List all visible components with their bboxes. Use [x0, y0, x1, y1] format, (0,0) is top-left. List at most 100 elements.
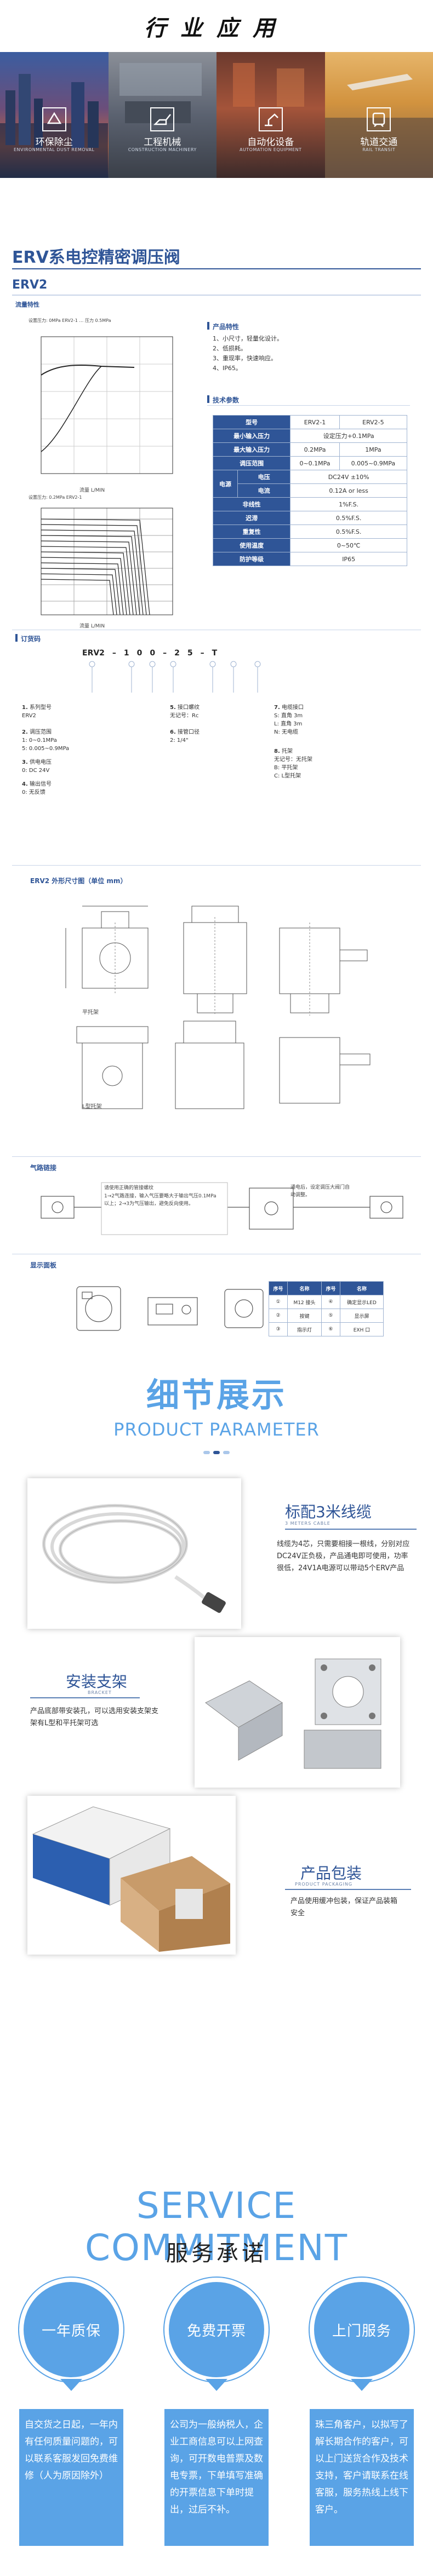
spec-value: 1MPa: [339, 442, 408, 457]
order-seg: –: [200, 649, 204, 658]
spec-value: 0~0.1MPa: [290, 456, 340, 470]
display-th: 名称: [339, 1281, 384, 1295]
flow-label: 流量特性: [15, 301, 39, 308]
industry-title: 轨道交通: [360, 137, 398, 148]
display-td: M12 接头: [287, 1295, 322, 1309]
chart1-xlabel: 流量 L/MIN: [79, 488, 105, 493]
spec-value: 0.005~0.9MPa: [339, 456, 408, 470]
order-seg: 0: [150, 649, 156, 658]
display-td: 显示屏: [339, 1309, 384, 1323]
dimension-drawings: [65, 906, 371, 1109]
service-desc: 公司为一般纳税人，企业工商信息可以上网查询，可开数电普票及数电专票，下单填写准确…: [164, 2409, 269, 2546]
display-td: 按键: [287, 1309, 322, 1323]
bracket-title: 安装支架: [66, 1673, 128, 1691]
service-card-warranty: 一年质保 自交货之日起，一年内有任何质量问题的，可以联系客服发回免费维修（人为原…: [19, 2278, 123, 2546]
service-desc: 自交货之日起，一年内有任何质量问题的，可以联系客服发回免费维修（人为原因除外）: [19, 2409, 123, 2546]
spec-key: 最大输入压力: [212, 442, 291, 457]
industry-panel-env: 环保除尘 ENVIRONMENTAL DUST REMOVAL: [0, 52, 109, 178]
service-subtitle: 服务承诺: [166, 2241, 267, 2266]
automation-art: [233, 63, 304, 107]
cable-image: [42, 1504, 226, 1613]
display-td: 指示灯: [287, 1322, 322, 1336]
chart2-xlabel: 流量 L/MIN: [79, 624, 105, 629]
spec-key: 防护等级: [212, 552, 291, 566]
recycle-icon: [42, 107, 66, 131]
bracket-image: [205, 1658, 381, 1769]
display-th: 名称: [287, 1281, 322, 1295]
package-image: [32, 1806, 230, 1952]
display-th: 序号: [268, 1281, 288, 1295]
spec-value: 0~50℃: [290, 538, 407, 552]
bracket-subtitle: BRACKET: [88, 1690, 112, 1695]
bracket-desc: 产品底部带安装孔，可以选用安装支架支架有L型和平托架可选: [30, 1707, 159, 1727]
spec-key: 电源: [213, 470, 238, 498]
order-seg: 0: [136, 649, 143, 658]
spec-key: 最小输入压力: [212, 429, 291, 443]
features-marker: [207, 322, 209, 330]
spec-value: 1%F.S.: [290, 497, 407, 511]
display-td: 确定显示LED: [339, 1295, 384, 1309]
spec-key: 调压范围: [212, 456, 291, 470]
feature-item: 1、小尺寸，轻量化设计。: [213, 335, 283, 342]
package-line: [285, 1889, 411, 1890]
industry-title: 环保除尘: [35, 137, 73, 148]
feature-item: 3、重现率，快速响应。: [213, 355, 277, 362]
display-td: ①: [268, 1295, 288, 1309]
dim-l-label: L型托架: [82, 1104, 102, 1110]
industry-panel-machinery: 工程机械 CONSTRUCTION MACHINERY: [108, 52, 216, 178]
package-image-card: [27, 1796, 236, 1955]
model-divider: [12, 295, 421, 296]
display-title: 显示面板: [30, 1261, 57, 1269]
robot-arm-icon: [258, 107, 283, 131]
spec-model-label: 型号: [212, 415, 291, 429]
order-seg: T: [212, 649, 218, 658]
spec-key: 使用温度: [212, 538, 291, 552]
rail-art: [324, 74, 433, 178]
order-seg: 1: [123, 649, 129, 658]
service-pointer: [351, 2379, 373, 2391]
cable-desc: 线缆为4芯，只需要相接一根线，分别对应DC24V正负极，产品通电即可使用，功率很…: [277, 1540, 410, 1572]
spec-key: 电流: [237, 483, 291, 498]
flow-chart-2: [41, 508, 173, 615]
package-subtitle: PRODUCT PACKAGING: [295, 1882, 353, 1887]
cable-line: [285, 1529, 417, 1530]
order-code: ERV2 – 1 0 0 – 2 5 – T: [82, 649, 217, 658]
spec-key: 非线性: [212, 497, 291, 511]
spec-key: 电压: [237, 470, 291, 484]
cable-subtitle: 3 METERS CABLE: [285, 1521, 331, 1526]
industry-title: 自动化设备: [247, 137, 294, 148]
product-model: ERV2: [12, 278, 48, 292]
cable-title: 标配3米线缆: [285, 1503, 372, 1521]
spec-value: 0.5%F.S.: [290, 511, 407, 525]
page-header: 行业应用: [0, 0, 433, 52]
feature-item: 4、IP65。: [213, 365, 242, 372]
excavator-icon: [150, 107, 175, 131]
pneu-note-1: 请使用正确的管接螺纹: [104, 1185, 154, 1191]
display-panel-drawing: [76, 1286, 264, 1331]
industry-subtitle: CONSTRUCTION MACHINERY: [128, 147, 197, 152]
feature-item: 2、低损耗。: [213, 345, 247, 352]
service-card-invoice: 免费开票 公司为一般纳税人，企业工商信息可以上网查询，可开数电普票及数电专票，下…: [164, 2278, 269, 2546]
display-td: ⑤: [321, 1309, 340, 1323]
title-divider: [12, 268, 421, 269]
order-note: 5. 接口螺纹无记号：Rc: [170, 705, 200, 719]
city-skyline-art: [0, 74, 108, 178]
features-list: 1、小尺寸，轻量化设计。 2、低损耗。 3、重现率，快速响应。 4、IP65。: [213, 334, 407, 373]
page-title: 行业应用: [144, 15, 289, 41]
display-td: ④: [321, 1295, 340, 1309]
spec-value: 0.2MPa: [290, 442, 340, 457]
service-title: SERVICE COMMITMENT: [84, 2185, 349, 2269]
service-name: 免费开票: [186, 2323, 246, 2339]
chart2-header: 设置压力: 0.2MPa ERV2-1: [29, 495, 82, 500]
spec-value: 0.12A or less: [290, 483, 407, 498]
pneumatic-diagram: [41, 1182, 403, 1235]
package-title: 产品包装: [300, 1864, 362, 1882]
service-name: 一年质保: [41, 2323, 101, 2339]
spec-value: 设定压力+0.1MPa: [290, 429, 407, 443]
